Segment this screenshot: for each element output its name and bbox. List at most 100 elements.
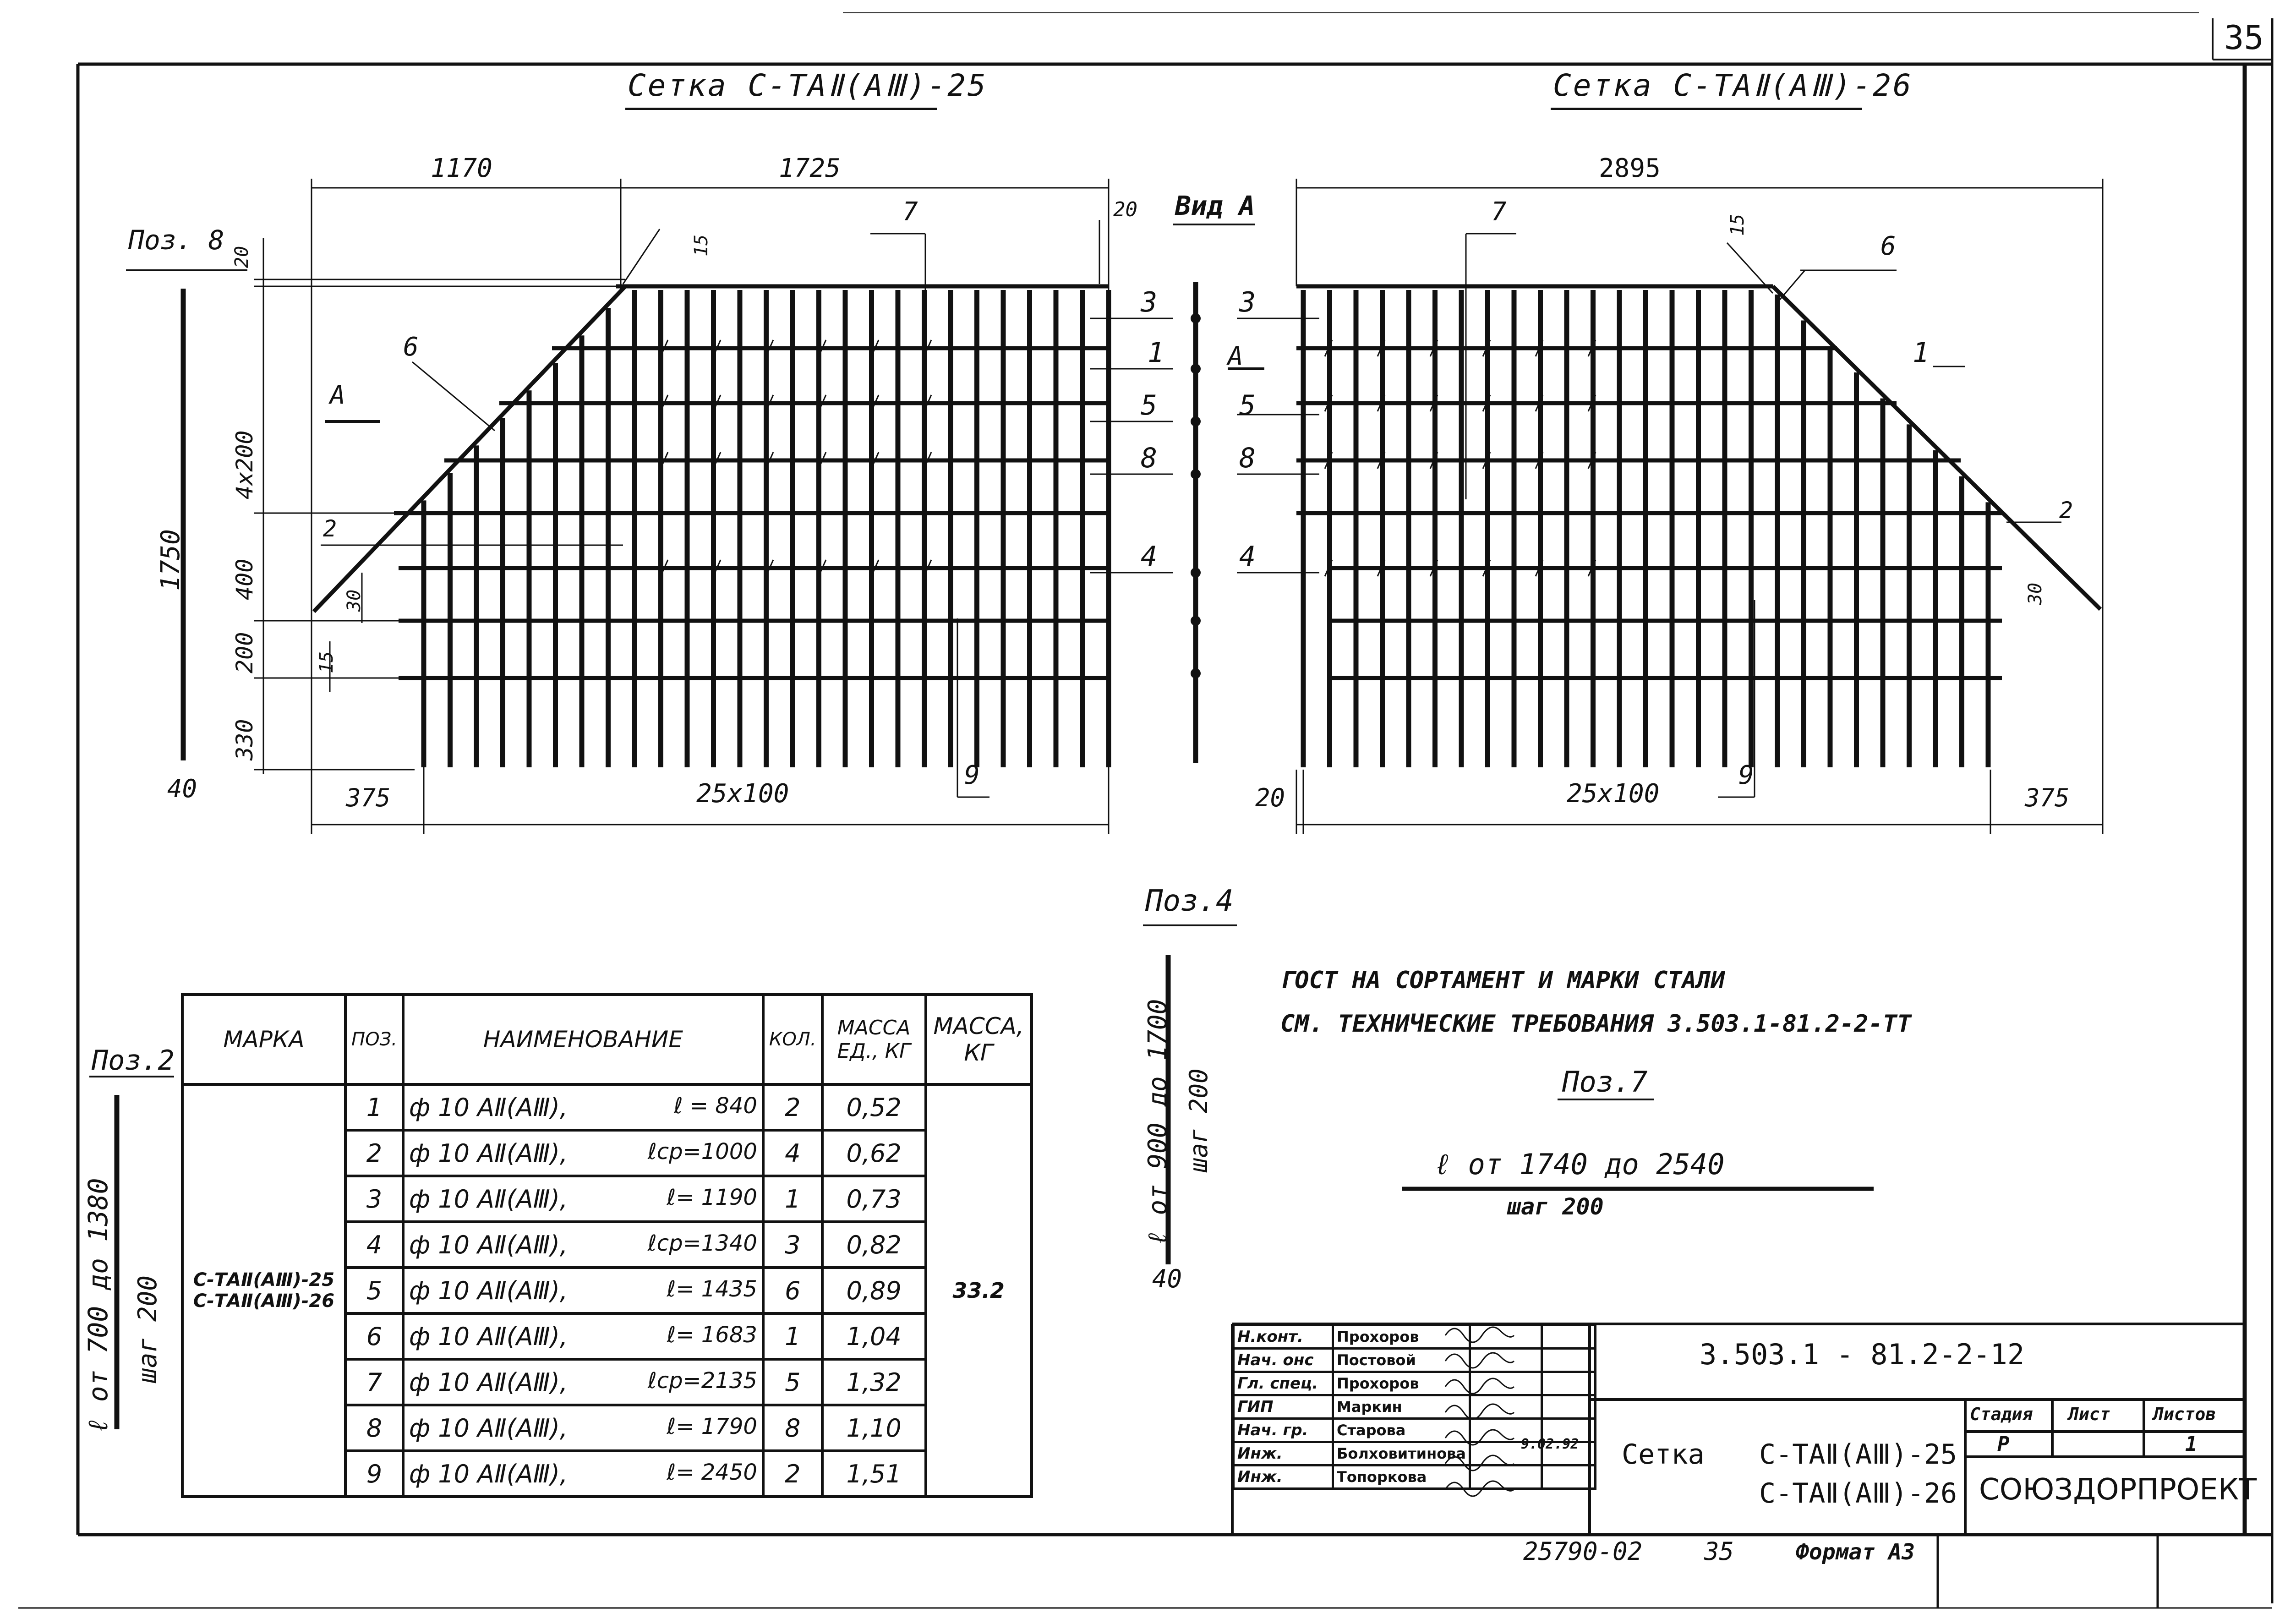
spec-qty: 4 bbox=[761, 1129, 824, 1177]
pos4-label: Поз.4 bbox=[1145, 884, 1234, 918]
spec-unit-mass: 1,04 bbox=[820, 1312, 927, 1361]
left-title-underline bbox=[625, 108, 937, 110]
right-section-mark: А bbox=[1228, 341, 1243, 371]
role-title: Инж. bbox=[1232, 1464, 1334, 1490]
spec-qty: 3 bbox=[761, 1220, 824, 1269]
sheet-number: 35 bbox=[2224, 18, 2264, 57]
weld-tick bbox=[1377, 452, 1386, 469]
spec-unit-mass: 1,51 bbox=[820, 1449, 927, 1498]
spec-name: ф 10 АⅡ(АⅢ),ℓср=1340 bbox=[401, 1220, 765, 1269]
weld-tick bbox=[765, 559, 774, 577]
weld-tick bbox=[1482, 452, 1491, 469]
right-bar-label-8: 8 bbox=[1239, 442, 1256, 474]
role-date bbox=[1541, 1347, 1597, 1373]
spec-mark: С-ТАⅡ(АⅢ)-25 bbox=[193, 1269, 335, 1290]
spec-pos: 3 bbox=[344, 1175, 405, 1223]
spec-name: ф 10 АⅡ(АⅢ),ℓ= 1683 bbox=[401, 1312, 765, 1361]
left-dim-1750: 1750 bbox=[156, 529, 186, 591]
spec-qty: 1 bbox=[761, 1312, 824, 1361]
weld-tick bbox=[870, 559, 880, 577]
role-row: Гл. спец.Прохоров bbox=[1232, 1371, 1597, 1396]
left-small-dim-30: 30 bbox=[344, 589, 365, 612]
spec-bar-type: ф 10 АⅡ(АⅢ), bbox=[409, 1413, 568, 1443]
weld-tick bbox=[1429, 394, 1438, 412]
left-dim-375: 375 bbox=[346, 783, 391, 812]
left-dim-200: 200 bbox=[231, 632, 258, 673]
weld-tick bbox=[1482, 394, 1491, 412]
role-date bbox=[1541, 1441, 1597, 1466]
weld-tick bbox=[1377, 394, 1386, 412]
pos4-end: 40 bbox=[1152, 1264, 1182, 1293]
left-dim-25x100: 25x100 bbox=[696, 779, 789, 809]
role-title: Нач. гр. bbox=[1232, 1417, 1334, 1443]
left-dimension-lines bbox=[254, 179, 1110, 834]
spec-unit-mass: 0,82 bbox=[820, 1220, 927, 1269]
view-a-dot bbox=[1191, 568, 1201, 578]
spec-unit-mass: 1,32 bbox=[820, 1358, 927, 1406]
spec-bar-type: ф 10 АⅡ(АⅢ), bbox=[409, 1184, 568, 1214]
role-name: Маркин bbox=[1331, 1394, 1471, 1420]
spec-pos: 6 bbox=[344, 1312, 405, 1361]
role-title: Нач. онс bbox=[1232, 1347, 1334, 1373]
view-a-dot bbox=[1191, 364, 1201, 374]
right-callout-7: 7 bbox=[1491, 197, 1507, 227]
role-title: Гл. спец. bbox=[1232, 1371, 1334, 1396]
weld-tick bbox=[765, 452, 774, 469]
weld-tick bbox=[660, 452, 669, 469]
right-callout-1: 1 bbox=[1913, 337, 1930, 369]
weld-tick bbox=[818, 452, 827, 469]
right-dim-20: 20 bbox=[1255, 783, 1285, 812]
left-dim-400: 400 bbox=[231, 558, 258, 600]
drawing-name-1: С-ТАⅡ(АⅢ)-25 bbox=[1759, 1438, 1957, 1471]
spec-name: ф 10 АⅡ(АⅢ),ℓ = 840 bbox=[401, 1083, 765, 1132]
role-date bbox=[1541, 1394, 1597, 1420]
left-bar-label-3: 3 bbox=[1141, 286, 1158, 318]
left-bar-label-4: 4 bbox=[1141, 541, 1158, 573]
right-callout-2: 2 bbox=[2059, 497, 2073, 524]
left-bar-label-5: 5 bbox=[1141, 389, 1158, 421]
weld-tick bbox=[1377, 339, 1386, 357]
spec-bar-type: ф 10 АⅡ(АⅢ), bbox=[409, 1230, 568, 1259]
spec-qty: 5 bbox=[761, 1358, 824, 1406]
spec-unit-mass: 0,62 bbox=[820, 1129, 927, 1177]
left-bar-leaders bbox=[1090, 317, 1173, 574]
weld-tick bbox=[1587, 559, 1596, 577]
pos2-length: ℓ от 700 до 1380 bbox=[82, 1178, 114, 1434]
role-title: Инж. bbox=[1232, 1441, 1334, 1466]
spec-bar-length: ℓср=1000 bbox=[647, 1138, 757, 1165]
view-a-dot bbox=[1191, 668, 1201, 678]
left-dim-1725: 1725 bbox=[779, 153, 841, 183]
spec-total-mass: 33.2 bbox=[924, 1083, 1033, 1498]
left-mesh-title: Сетка С-ТАⅡ(АⅢ)-25 bbox=[628, 68, 988, 103]
spec-qty: 2 bbox=[761, 1449, 824, 1498]
role-date bbox=[1541, 1371, 1597, 1396]
weld-tick bbox=[1429, 559, 1438, 577]
weld-tick bbox=[1535, 559, 1544, 577]
weld-tick bbox=[818, 559, 827, 577]
spec-qty: 6 bbox=[761, 1266, 824, 1315]
weld-tick bbox=[1324, 559, 1333, 577]
approval-date: 9.02.92 bbox=[1521, 1436, 1579, 1452]
role-date bbox=[1541, 1417, 1597, 1443]
pos4-step: шаг 200 bbox=[1184, 1068, 1213, 1173]
weld-tick bbox=[1535, 452, 1544, 469]
view-a-dot bbox=[1191, 416, 1201, 427]
note-line-2: СМ. ТЕХНИЧЕСКИЕ ТРЕБОВАНИЯ 3.503.1-81.2-… bbox=[1280, 1010, 1912, 1038]
spec-bar-length: ℓ = 840 bbox=[673, 1093, 757, 1119]
left-callout-7: 7 bbox=[902, 197, 918, 227]
view-a-dot bbox=[1191, 469, 1201, 479]
left-callout-9: 9 bbox=[964, 760, 980, 790]
spec-bar-length: ℓ= 1683 bbox=[667, 1322, 757, 1348]
spec-bar-type: ф 10 АⅡ(АⅢ), bbox=[409, 1138, 568, 1168]
weld-tick bbox=[1324, 452, 1333, 469]
spec-bar-length: ℓ= 1790 bbox=[667, 1413, 757, 1439]
